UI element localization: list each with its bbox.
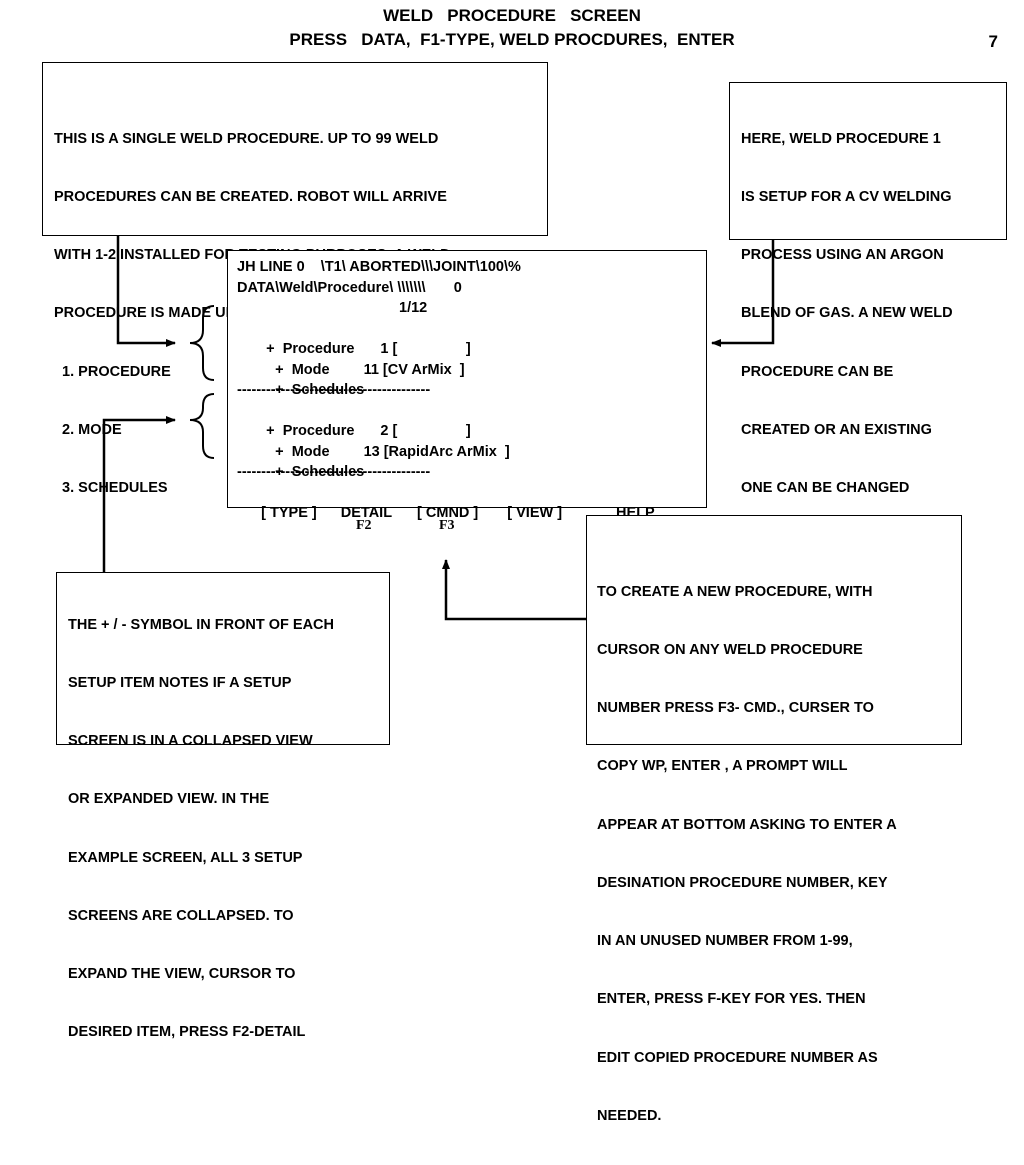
page-subtitle: PRESS DATA, F1-TYPE, WELD PROCDURES, ENT… bbox=[289, 30, 735, 49]
note-line: HERE, WELD PROCEDURE 1 bbox=[741, 130, 941, 147]
note-cv-welding-setup: HERE, WELD PROCEDURE 1 IS SETUP FOR A CV… bbox=[729, 82, 1007, 496]
note-line: PROCEDURE CAN BE bbox=[741, 363, 894, 380]
note-line: PROCEDURES CAN BE CREATED. ROBOT WILL AR… bbox=[54, 189, 447, 206]
fkey-view-button[interactable]: [ VIEW ] bbox=[507, 505, 563, 521]
procedure-1-row[interactable]: + Procedure 1 [ ] bbox=[237, 319, 655, 357]
procedure-2-number: 2 [ ] bbox=[380, 423, 471, 439]
note-line: EXPAND THE VIEW, CURSOR TO bbox=[68, 966, 296, 983]
f3-label: F3 bbox=[439, 518, 455, 533]
note-collapse-expand: THE + / - SYMBOL IN FRONT OF EACH SETUP … bbox=[56, 572, 390, 1040]
note-line: ENTER, PRESS F-KEY FOR YES. THEN bbox=[597, 991, 866, 1008]
note-line: IN AN UNUSED NUMBER FROM 1-99, bbox=[597, 933, 853, 950]
schedules-1-label: + Schedules bbox=[275, 382, 365, 398]
note-line: 2. MODE bbox=[54, 421, 122, 438]
note-line: DESINATION PROCEDURE NUMBER, KEY bbox=[597, 874, 888, 891]
arrow-top-right bbox=[711, 240, 775, 347]
note-line: IS SETUP FOR A CV WELDING bbox=[741, 189, 952, 206]
note-line: ONE CAN BE CHANGED bbox=[741, 480, 910, 497]
mode-1-value: 11 [CV ArMix ] bbox=[363, 361, 465, 378]
pendant-screen: JH LINE 0 \T1\ ABORTED\\\JOINT\100\% DAT… bbox=[227, 250, 707, 521]
note-single-weld-procedure: THIS IS A SINGLE WELD PROCEDURE. UP TO 9… bbox=[42, 62, 548, 496]
note-line: SCREENS ARE COLLAPSED. TO bbox=[68, 907, 294, 924]
note-line: PROCESS USING AN ARGON bbox=[741, 247, 944, 264]
screen-status-line: JH LINE 0 \T1\ ABORTED\\\JOINT\100\% bbox=[237, 259, 521, 275]
f2-label: F2 bbox=[356, 518, 372, 533]
fkey-cmnd-button[interactable]: [ CMND ] bbox=[417, 505, 479, 521]
procedure-2-row[interactable]: + Procedure 2 [ ] bbox=[237, 401, 655, 439]
note-line: CURSOR ON ANY WELD PROCEDURE bbox=[597, 642, 863, 659]
note-line: EDIT COPIED PROCEDURE NUMBER AS bbox=[597, 1049, 878, 1066]
arrow-bottom-left bbox=[102, 416, 176, 572]
mode-2-row[interactable]: + Mode 13 [RapidArc ArMix ] bbox=[237, 421, 655, 460]
procedure-1-number: 1 [ ] bbox=[380, 341, 471, 357]
note-line: TO CREATE A NEW PROCEDURE, WITH bbox=[597, 583, 873, 600]
schedules-2-label: + Schedules bbox=[275, 464, 365, 480]
mode-1-label: + Mode bbox=[275, 361, 330, 378]
note-line: SCREEN IS IN A COLLAPSED VIEW bbox=[68, 733, 313, 750]
note-create-new-procedure: TO CREATE A NEW PROCEDURE, WITH CURSOR O… bbox=[586, 515, 962, 1124]
procedure-1-label: + Procedure bbox=[266, 341, 355, 357]
note-line: NUMBER PRESS F3- CMD., CURSER TO bbox=[597, 700, 874, 717]
note-line: DESIRED ITEM, PRESS F2-DETAIL bbox=[68, 1024, 306, 1041]
mode-1-row[interactable]: + Mode 11 [CV ArMix ] bbox=[237, 339, 655, 378]
page-title: WELD PROCEDURE SCREEN bbox=[383, 6, 641, 25]
fkey-type-button[interactable]: [ TYPE ] bbox=[261, 505, 317, 521]
brace-procedure-2 bbox=[189, 393, 215, 459]
note-line: THIS IS A SINGLE WELD PROCEDURE. UP TO 9… bbox=[54, 130, 439, 147]
note-line: APPEAR AT BOTTOM ASKING TO ENTER A bbox=[597, 816, 897, 833]
arrow-top-left bbox=[116, 236, 176, 347]
function-key-bar: [ TYPE ]DETAIL[ CMND ][ VIEW ]HELP bbox=[237, 483, 655, 521]
page-number: 7 bbox=[988, 32, 998, 51]
note-line: 3. SCHEDULES bbox=[54, 480, 168, 497]
note-line: SETUP ITEM NOTES IF A SETUP bbox=[68, 675, 292, 692]
arrow-bottom-right bbox=[442, 559, 586, 621]
note-line: THE + / - SYMBOL IN FRONT OF EACH bbox=[68, 616, 334, 633]
note-line: CREATED OR AN EXISTING bbox=[741, 421, 932, 438]
note-line: EXAMPLE SCREEN, ALL 3 SETUP bbox=[68, 849, 303, 866]
mode-2-value: 13 [RapidArc ArMix ] bbox=[363, 443, 510, 460]
separator: ---------------------------------------- bbox=[237, 382, 431, 398]
separator: ---------------------------------------- bbox=[237, 464, 431, 480]
connector-arrows bbox=[102, 236, 775, 621]
schedules-1-row[interactable]: + Schedules bbox=[237, 360, 655, 398]
fkey-detail-button[interactable]: DETAIL bbox=[340, 505, 393, 521]
screen-path-line: DATA\Weld\Procedure\ \\\\\\\ 0 bbox=[237, 279, 462, 296]
screen-page-indicator: 1/12 bbox=[399, 300, 428, 316]
note-line: OR EXPANDED VIEW. IN THE bbox=[68, 791, 270, 808]
mode-2-label: + Mode bbox=[275, 443, 330, 460]
note-line: 1. PROCEDURE bbox=[54, 363, 171, 380]
note-line: NEEDED. bbox=[597, 1107, 662, 1124]
procedure-2-label: + Procedure bbox=[266, 423, 355, 439]
note-line: COPY WP, ENTER , A PROMPT WILL bbox=[597, 758, 848, 775]
note-line: BLEND OF GAS. A NEW WELD bbox=[741, 305, 953, 322]
schedules-2-row[interactable]: + Schedules bbox=[237, 442, 655, 480]
brace-procedure-1 bbox=[189, 305, 215, 381]
